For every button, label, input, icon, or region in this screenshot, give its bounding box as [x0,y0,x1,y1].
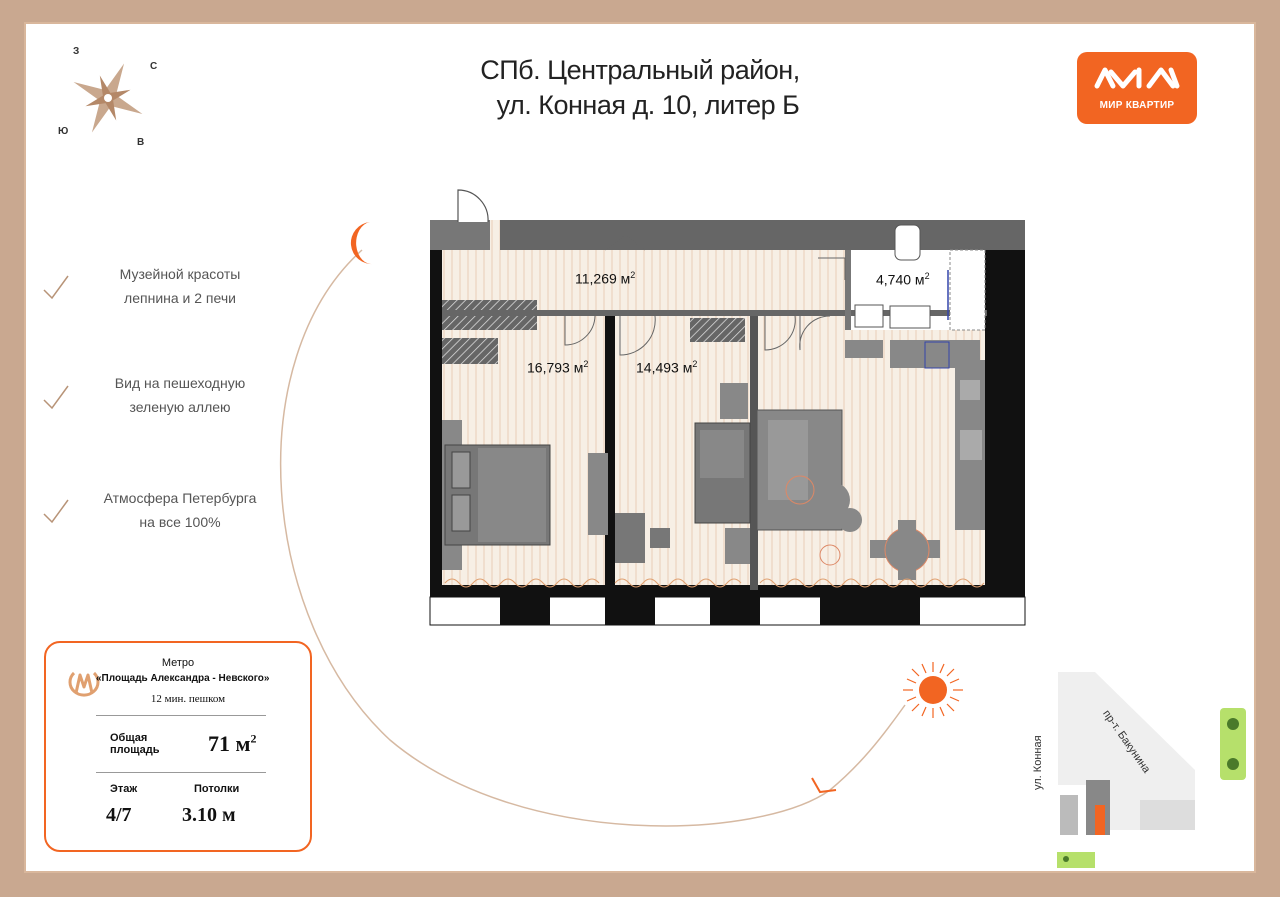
metro-logo-icon [68,671,100,697]
room-area-sup: 2 [692,359,698,369]
address-line-2: ул. Конная д. 10, литер Б [496,90,800,120]
check-icon [43,499,69,524]
check-icon [43,275,69,300]
feature-3-line-2: на все 100% [139,514,221,530]
metro-label: Метро [161,657,195,669]
room-area-bedroom-2-value: 14,493 м [636,359,693,376]
sun-icon [903,662,963,718]
compass-label-n: З [73,46,80,57]
info-card: Метро «Площадь Александра - Невского» 12… [44,641,312,852]
brand-logo-icon [1094,67,1180,89]
area-value: 71 м2 [208,731,257,757]
check-icon [43,385,69,410]
compass-label-w: Ю [58,126,69,137]
room-area-bedroom-1: 16,793 м2 [527,359,588,376]
room-area-bedroom-2: 14,493 м2 [636,359,697,376]
room-area-bedroom-1-value: 16,793 м [527,359,584,376]
divider [96,772,266,773]
moon-icon [350,222,374,265]
brand-logo-text: МИР КВАРТИР [1099,100,1175,111]
location-map [1057,672,1246,868]
room-area-hall: 11,269 м2 [575,270,635,287]
metro-station: «Площадь Александра - Невского» [96,673,270,684]
metro-walk-time: 12 мин. пешком [150,693,226,705]
floor-label: Этаж [110,783,138,795]
feature-1-line-1: Музейной красоты [119,266,241,282]
compass-label-e: С [150,61,158,72]
feature-3-line-1: Атмосфера Петербурга [103,490,257,506]
feature-2: Вид на пешеходную зеленую аллею [70,371,290,419]
feature-3: Атмосфера Петербурга на все 100% [70,486,290,534]
room-area-sup: 2 [630,270,636,280]
feature-2-line-1: Вид на пешеходную [114,375,246,391]
floor-value: 4/7 [106,804,132,826]
address-line-1: СПб. Центральный район, [480,55,800,85]
area-value-number: 71 м [208,731,251,756]
room-area-bath: 4,740 м2 [876,271,930,288]
divider [96,715,266,716]
compass-label-s: В [137,137,145,148]
floor-plan [429,189,1026,626]
area-label-2: площадь [110,744,160,756]
brand-logo: МИР КВАРТИР [1077,52,1197,124]
feature-1-line-2: лепнина и 2 печи [124,290,236,306]
area-label-1: Общая [110,732,148,744]
room-area-hall-value: 11,269 м [575,270,631,287]
room-area-sup: 2 [583,359,589,369]
room-area-bath-value: 4,740 м [876,271,925,288]
feature-1: Музейной красоты лепнина и 2 печи [70,262,290,310]
compass-rose-icon [73,63,143,133]
ceiling-label: Потолки [194,783,240,795]
room-area-sup: 2 [924,271,930,281]
feature-2-line-2: зеленую аллею [129,399,231,415]
area-value-sup: 2 [250,731,257,746]
ceiling-value: 3.10 м [182,804,236,826]
street-label-konnaya: ул. Конная [1032,735,1044,790]
